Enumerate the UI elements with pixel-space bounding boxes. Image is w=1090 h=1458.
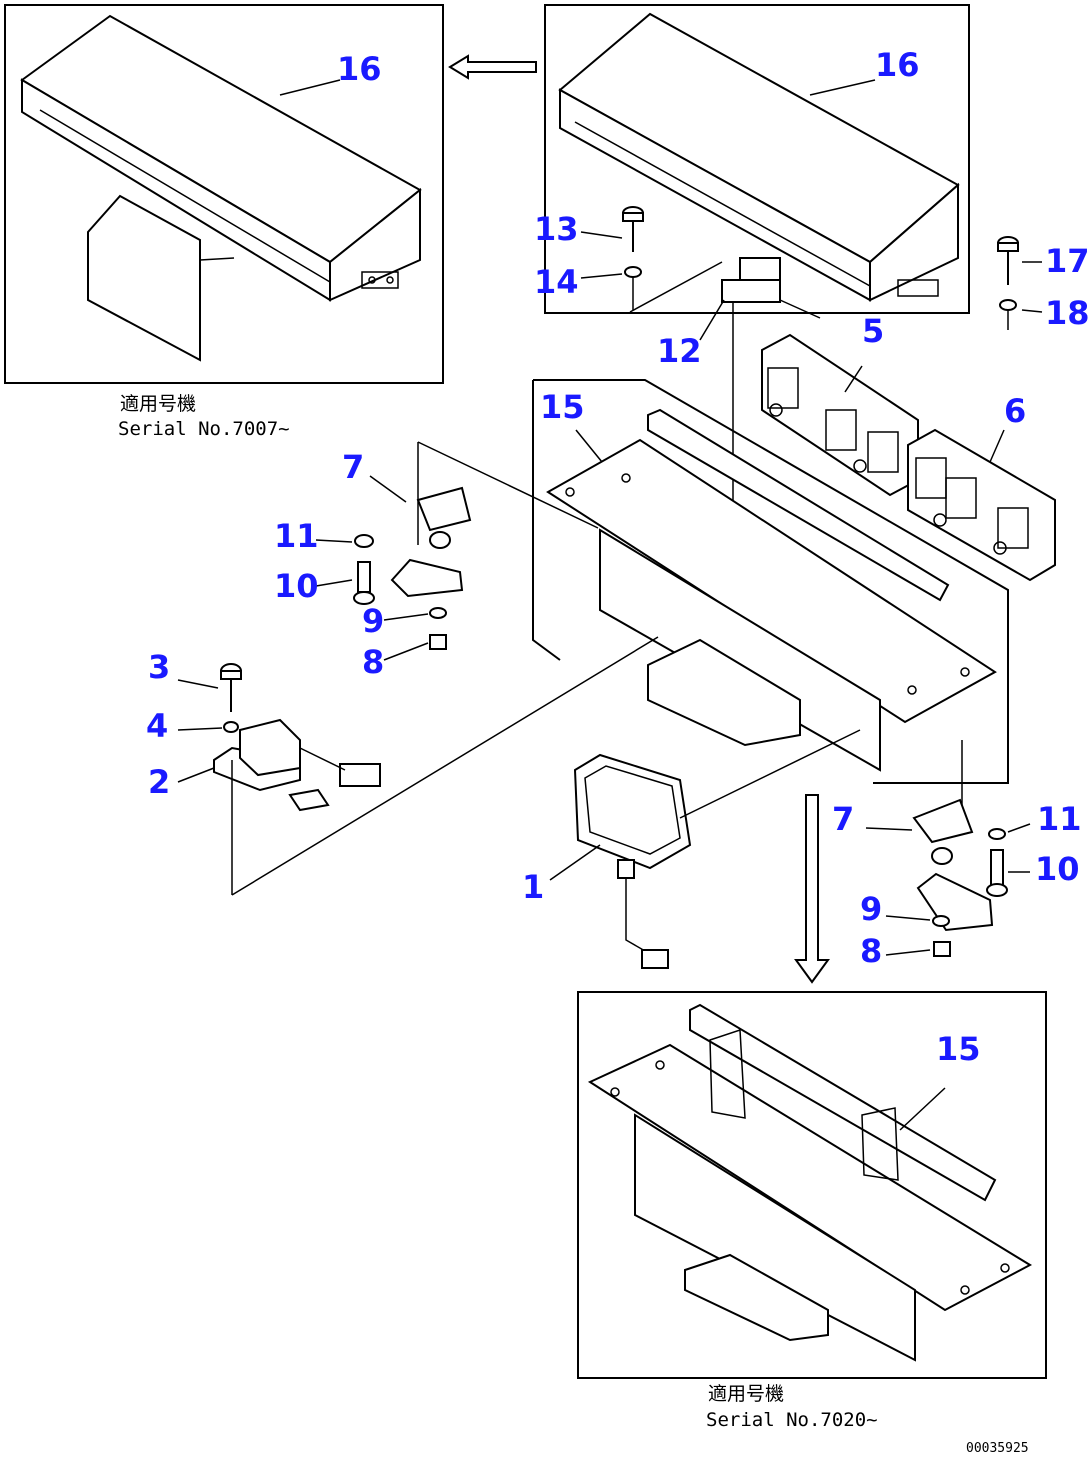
- callout-13: 13: [534, 210, 579, 248]
- callout-9-right: 9: [860, 890, 882, 928]
- callout-9-left: 9: [362, 602, 384, 640]
- callout-11-right: 11: [1037, 800, 1082, 838]
- callout-5: 5: [862, 312, 884, 350]
- callout-7-left: 7: [342, 448, 364, 486]
- callout-12: 12: [657, 332, 702, 370]
- callout-8-left: 8: [362, 643, 384, 681]
- cover-16-frame: [544, 4, 970, 314]
- inset-caption-jp: 適用号機: [120, 393, 196, 415]
- callout-17: 17: [1045, 242, 1090, 280]
- callout-10-left: 10: [274, 567, 319, 605]
- callout-16-main: 16: [875, 46, 920, 84]
- callout-15-inset: 15: [936, 1030, 981, 1068]
- callout-1: 1: [522, 868, 544, 906]
- switch-panel-5-drawing: [761, 333, 919, 497]
- bracket-15-inset-drawing: [587, 1003, 1033, 1362]
- inset-frame: [4, 4, 444, 384]
- washer-18-drawing: [999, 299, 1043, 330]
- part-2-drawing: [177, 636, 659, 896]
- callout-16-inset: 16: [337, 50, 382, 88]
- callout-4: 4: [146, 707, 168, 745]
- callout-10-right: 10: [1035, 850, 1080, 888]
- callout-3: 3: [148, 648, 170, 686]
- inset-top-left: 16 適用号機 Serial No.7007~: [4, 4, 444, 440]
- callout-2: 2: [148, 763, 170, 801]
- left-arrow-icon: [448, 54, 537, 80]
- part-12-drawing: [629, 257, 821, 580]
- callout-6: 6: [1004, 392, 1026, 430]
- callout-14: 14: [534, 263, 579, 301]
- inset-caption-serial: Serial No.7007~: [118, 418, 290, 440]
- inset-caption-serial-bottom: Serial No.7020~: [706, 1409, 878, 1431]
- drawing-id: 00035925: [966, 1441, 1029, 1456]
- callout-15-main: 15: [540, 388, 585, 426]
- callout-11-left: 11: [274, 517, 319, 555]
- bolt-17-drawing: [997, 236, 1042, 285]
- bracket-15-frame: [532, 379, 1009, 784]
- mount-right-drawing: [865, 740, 1031, 957]
- mount-left-drawing: [315, 441, 599, 661]
- inset-caption-jp-bottom: 適用号機: [708, 1383, 784, 1405]
- lamp-1-drawing: [549, 729, 861, 969]
- inset-bottom-right: 15 適用号機 Serial No.7020~: [577, 991, 1047, 1431]
- cover-frame: [544, 4, 970, 314]
- callout-8-right: 8: [860, 932, 882, 970]
- inset-frame-bottom: [577, 991, 1047, 1379]
- callout-18: 18: [1045, 294, 1090, 332]
- switch-panel-6-drawing: [907, 428, 1056, 582]
- washer-14-drawing: [580, 266, 642, 310]
- cover-16-inset-drawing: [20, 14, 422, 362]
- down-arrow-icon: [794, 794, 830, 984]
- bolt-13-drawing: [580, 206, 644, 252]
- callout-7-right: 7: [832, 800, 854, 838]
